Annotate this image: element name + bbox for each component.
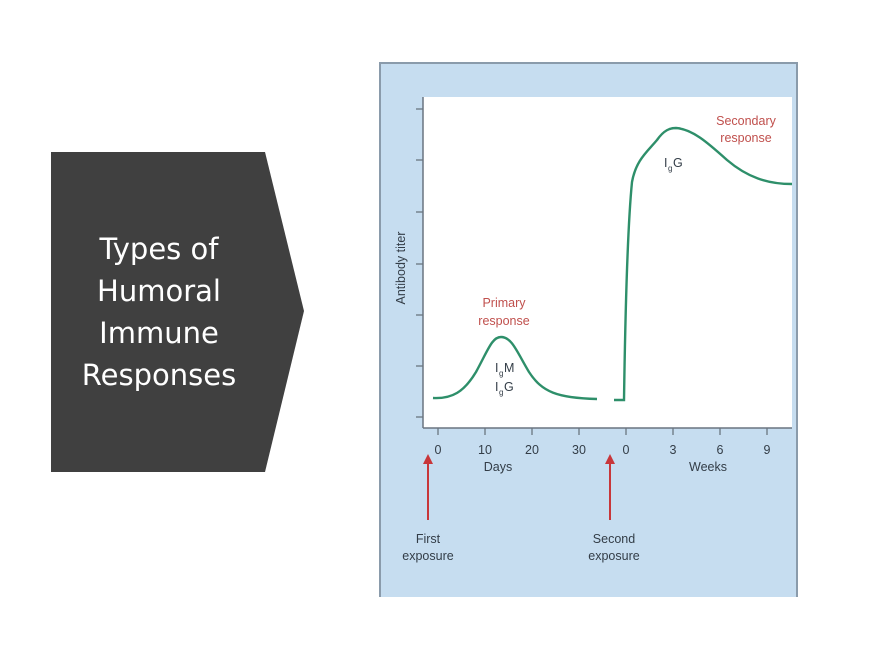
antibody-titer-chart: Antibody titer Primary response I g M I … (394, 97, 793, 563)
secondary-antibody-label: I g G (664, 156, 683, 173)
svg-text:I: I (664, 156, 667, 170)
y-ticks (416, 108, 423, 418)
primary-response-label-line2: response (478, 314, 529, 328)
secondary-response-curve (614, 126, 793, 402)
secondary-response-label-line1: Secondary (716, 114, 777, 128)
pentagon-shape (51, 152, 304, 472)
svg-text:6: 6 (717, 443, 724, 457)
svg-text:0: 0 (435, 443, 442, 457)
svg-text:g: g (499, 388, 503, 397)
primary-antibody-labels: I g M I g G (495, 361, 514, 397)
svg-text:20: 20 (525, 443, 539, 457)
svg-text:G: G (504, 380, 514, 394)
svg-text:I: I (495, 380, 498, 394)
svg-text:0: 0 (623, 443, 630, 457)
y-axis-label: Antibody titer (394, 232, 408, 305)
primary-response-curve (432, 335, 598, 401)
svg-text:10: 10 (478, 443, 492, 457)
antibody-response-figure: Antibody titer Primary response I g M I … (379, 62, 798, 597)
svg-text:3: 3 (670, 443, 677, 457)
secondary-response-label-line2: response (720, 131, 771, 145)
first-exposure-arrow-icon (423, 454, 433, 520)
svg-text:G: G (673, 156, 683, 170)
first-exposure-label-line1: First (416, 532, 441, 546)
svg-text:M: M (504, 361, 514, 375)
svg-text:30: 30 (572, 443, 586, 457)
svg-text:g: g (668, 164, 672, 173)
title-arrow-shape: Types of Humoral Immune Responses (51, 152, 305, 472)
svg-text:I: I (495, 361, 498, 375)
x-ticks (437, 428, 768, 435)
second-exposure-label-line2: exposure (588, 549, 639, 563)
x-tick-labels: 0 10 20 30 0 3 6 9 (435, 443, 771, 457)
slide-title: Types of Humoral Immune Responses (81, 232, 237, 392)
primary-response-label-line1: Primary (482, 296, 526, 310)
weeks-axis-label: Weeks (689, 460, 727, 474)
second-exposure-arrow-icon (605, 454, 615, 520)
svg-text:9: 9 (764, 443, 771, 457)
days-axis-label: Days (484, 460, 512, 474)
second-exposure-label-line1: Second (593, 532, 635, 546)
svg-text:g: g (499, 369, 503, 378)
plot-area (423, 97, 792, 428)
first-exposure-label-line2: exposure (402, 549, 453, 563)
